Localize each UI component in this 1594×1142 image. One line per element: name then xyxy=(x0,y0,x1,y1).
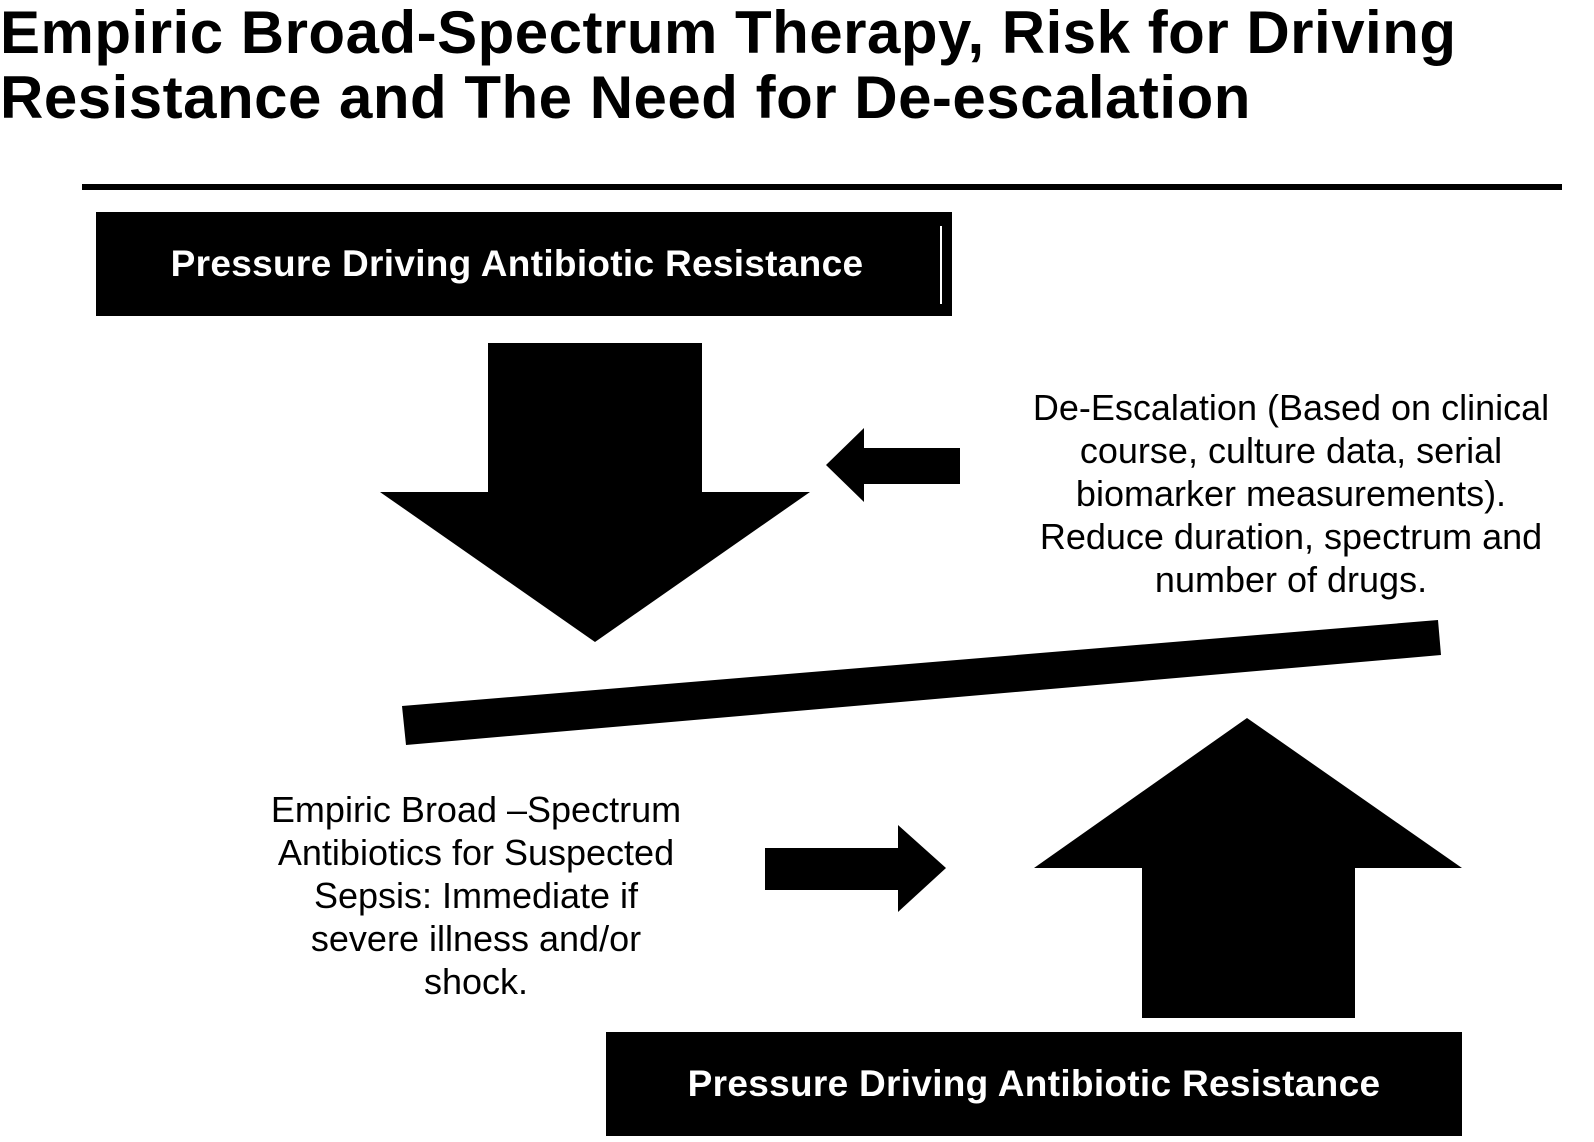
balance-bar xyxy=(402,620,1441,745)
bottom-pressure-box: Pressure Driving Antibiotic Resistance xyxy=(606,1032,1462,1136)
small-left-arrow xyxy=(826,428,960,502)
top-box-edge-line xyxy=(940,226,942,304)
bottom-pressure-label: Pressure Driving Antibiotic Resistance xyxy=(687,1063,1381,1104)
top-pressure-label: Pressure Driving Antibiotic Resistance xyxy=(170,243,864,284)
small-right-arrow xyxy=(765,825,946,912)
empiric-therapy-text: Empiric Broad –Spectrum Antibiotics for … xyxy=(270,789,682,1002)
top-pressure-box: Pressure Driving Antibiotic Resistance xyxy=(96,212,952,316)
large-down-arrow xyxy=(380,343,810,642)
diagram-title: Empiric Broad-Spectrum Therapy, Risk for… xyxy=(0,0,1457,131)
title-divider xyxy=(82,184,1562,190)
de-escalation-text: De-Escalation (Based on clinical course,… xyxy=(1032,387,1550,600)
large-up-arrow xyxy=(1034,718,1462,1018)
